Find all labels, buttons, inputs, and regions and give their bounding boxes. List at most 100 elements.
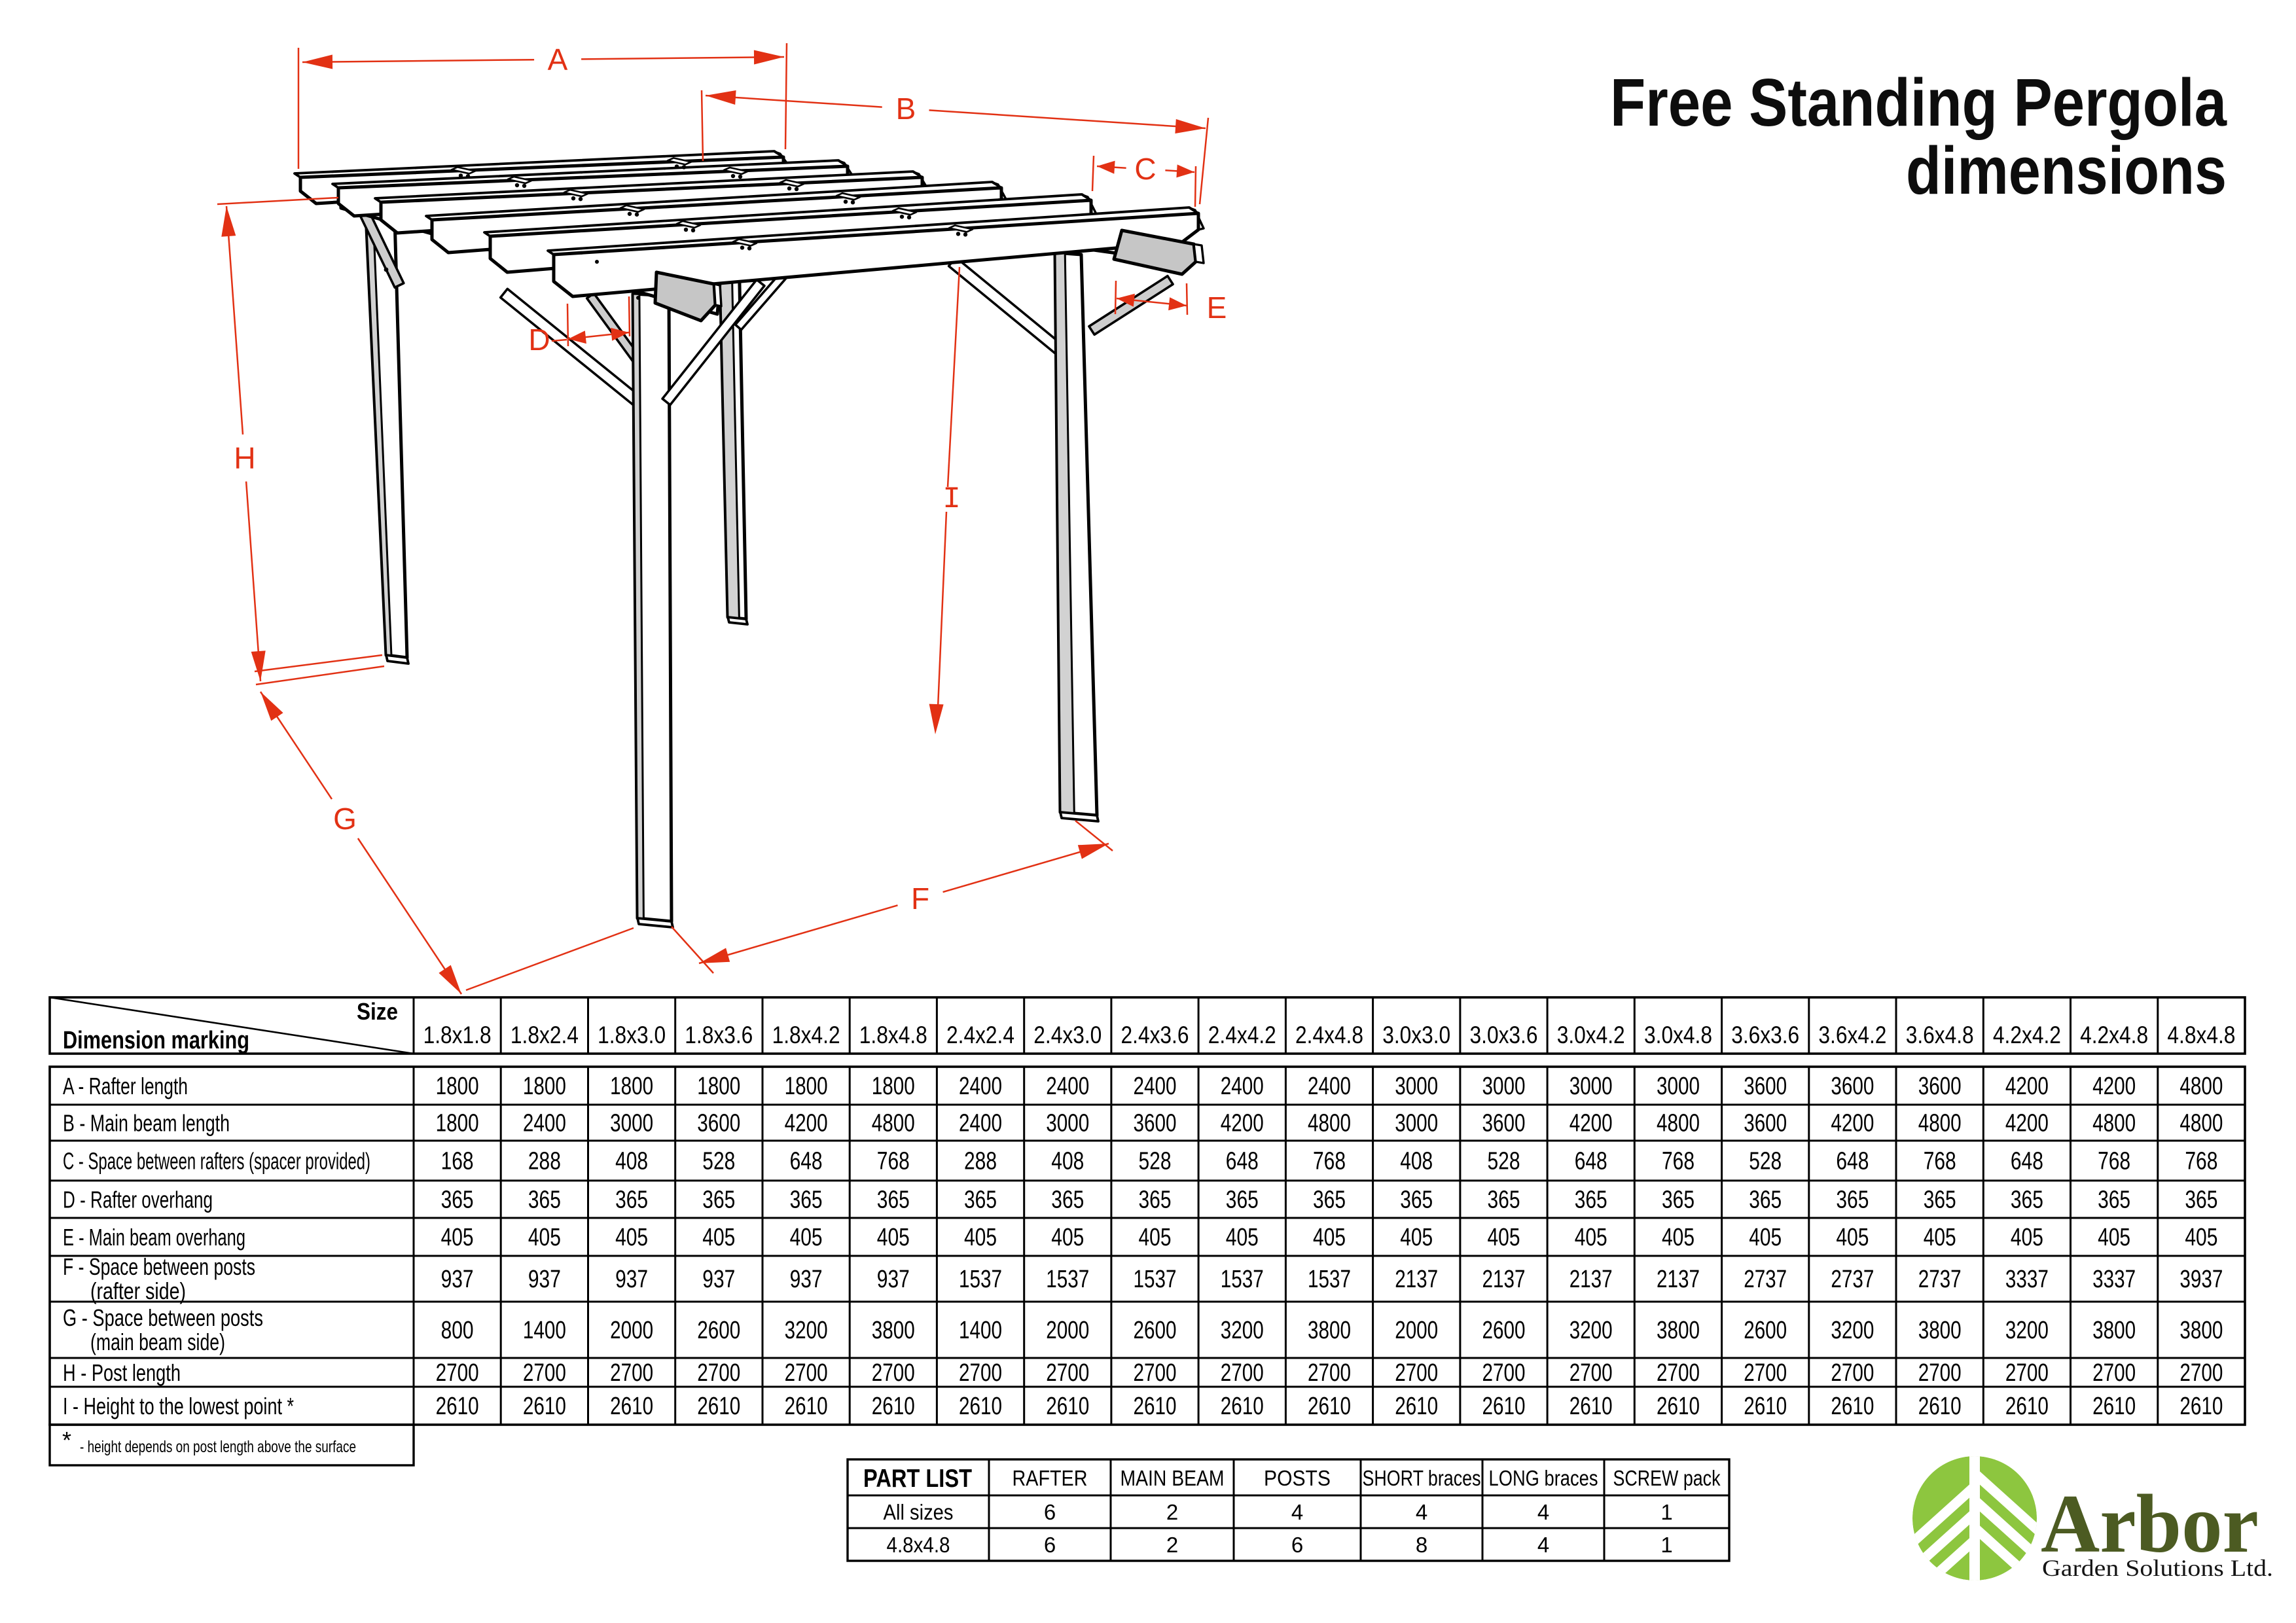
svg-text:C - Space between rafters (spa: C - Space between rafters (spacer provid… xyxy=(63,1148,370,1175)
svg-text:2610: 2610 xyxy=(1657,1393,1700,1420)
svg-text:768: 768 xyxy=(877,1148,910,1175)
svg-text:3200: 3200 xyxy=(1221,1317,1264,1344)
svg-text:365: 365 xyxy=(528,1186,561,1214)
svg-text:2737: 2737 xyxy=(1918,1266,1962,1293)
svg-text:648: 648 xyxy=(790,1148,823,1175)
svg-text:365: 365 xyxy=(1924,1186,1956,1214)
svg-text:1.8x3.6: 1.8x3.6 xyxy=(685,1022,753,1048)
svg-text:2610: 2610 xyxy=(1395,1393,1438,1420)
svg-text:8: 8 xyxy=(1416,1533,1427,1557)
svg-text:A - Rafter length: A - Rafter length xyxy=(63,1073,188,1099)
svg-text:405: 405 xyxy=(790,1224,823,1251)
svg-text:3337: 3337 xyxy=(2092,1266,2136,1293)
svg-text:2.4x3.6: 2.4x3.6 xyxy=(1121,1022,1189,1048)
svg-text:4800: 4800 xyxy=(2179,1073,2223,1100)
svg-text:405: 405 xyxy=(2011,1224,2043,1251)
svg-text:3800: 3800 xyxy=(1308,1317,1351,1344)
svg-text:1537: 1537 xyxy=(959,1266,1002,1293)
svg-text:768: 768 xyxy=(1313,1148,1346,1175)
svg-text:408: 408 xyxy=(1051,1148,1084,1175)
svg-text:2610: 2610 xyxy=(1308,1393,1351,1420)
svg-text:648: 648 xyxy=(1226,1148,1259,1175)
svg-text:3.0x4.2: 3.0x4.2 xyxy=(1557,1022,1625,1048)
svg-text:2700: 2700 xyxy=(1831,1359,1874,1387)
svg-text:3600: 3600 xyxy=(1744,1073,1787,1100)
svg-text:C: C xyxy=(1134,152,1156,186)
svg-text:4200: 4200 xyxy=(1221,1110,1264,1137)
svg-text:B: B xyxy=(896,92,916,126)
svg-text:405: 405 xyxy=(1662,1224,1695,1251)
svg-text:2700: 2700 xyxy=(1482,1359,1526,1387)
svg-text:1800: 1800 xyxy=(697,1073,740,1100)
svg-text:2600: 2600 xyxy=(1134,1317,1177,1344)
svg-text:1: 1 xyxy=(1660,1533,1672,1557)
svg-text:288: 288 xyxy=(964,1148,997,1175)
svg-text:768: 768 xyxy=(1662,1148,1695,1175)
svg-text:408: 408 xyxy=(1400,1148,1433,1175)
svg-text:4: 4 xyxy=(1291,1500,1303,1524)
svg-text:1800: 1800 xyxy=(523,1073,566,1100)
svg-text:528: 528 xyxy=(1139,1148,1172,1175)
svg-text:3000: 3000 xyxy=(1046,1110,1089,1137)
svg-text:3.0x3.6: 3.0x3.6 xyxy=(1470,1022,1538,1048)
svg-text:4800: 4800 xyxy=(1918,1110,1962,1137)
svg-text:Dimension marking: Dimension marking xyxy=(63,1027,249,1054)
svg-text:365: 365 xyxy=(790,1186,823,1214)
svg-text:1.8x2.4: 1.8x2.4 xyxy=(511,1022,579,1048)
svg-text:2000: 2000 xyxy=(1046,1317,1089,1344)
svg-text:288: 288 xyxy=(528,1148,561,1175)
svg-text:2400: 2400 xyxy=(1046,1073,1089,1100)
svg-text:405: 405 xyxy=(615,1224,648,1251)
svg-text:3800: 3800 xyxy=(2179,1317,2223,1344)
svg-text:2400: 2400 xyxy=(523,1110,566,1137)
svg-text:6: 6 xyxy=(1044,1500,1056,1524)
svg-text:3600: 3600 xyxy=(697,1110,740,1137)
svg-text:D: D xyxy=(528,323,550,357)
svg-text:3000: 3000 xyxy=(1395,1073,1438,1100)
svg-text:2400: 2400 xyxy=(1308,1073,1351,1100)
svg-text:2.4x2.4: 2.4x2.4 xyxy=(946,1022,1014,1048)
svg-text:4: 4 xyxy=(1537,1533,1549,1557)
svg-text:2600: 2600 xyxy=(697,1317,740,1344)
svg-text:2700: 2700 xyxy=(1134,1359,1177,1387)
svg-text:365: 365 xyxy=(2011,1186,2043,1214)
svg-text:405: 405 xyxy=(1139,1224,1172,1251)
svg-text:365: 365 xyxy=(2098,1186,2130,1214)
svg-text:Size: Size xyxy=(357,998,398,1025)
svg-text:408: 408 xyxy=(615,1148,648,1175)
svg-text:2610: 2610 xyxy=(785,1393,828,1420)
svg-text:405: 405 xyxy=(1575,1224,1607,1251)
svg-text:405: 405 xyxy=(1313,1224,1346,1251)
svg-text:1400: 1400 xyxy=(959,1317,1002,1344)
svg-text:405: 405 xyxy=(1924,1224,1956,1251)
svg-text:(main beam side): (main beam side) xyxy=(90,1329,225,1355)
svg-text:4200: 4200 xyxy=(1570,1110,1613,1137)
svg-text:H - Post length: H - Post length xyxy=(63,1359,181,1386)
svg-text:3000: 3000 xyxy=(1395,1110,1438,1137)
svg-text:937: 937 xyxy=(877,1266,910,1293)
svg-text:937: 937 xyxy=(702,1266,735,1293)
svg-text:2: 2 xyxy=(1166,1533,1178,1557)
svg-text:2610: 2610 xyxy=(1831,1393,1874,1420)
svg-text:2610: 2610 xyxy=(436,1393,479,1420)
svg-text:4200: 4200 xyxy=(2005,1073,2049,1100)
svg-text:2610: 2610 xyxy=(1744,1393,1787,1420)
svg-text:1537: 1537 xyxy=(1308,1266,1351,1293)
svg-text:RAFTER: RAFTER xyxy=(1013,1466,1088,1490)
svg-text:365: 365 xyxy=(1662,1186,1695,1214)
svg-text:405: 405 xyxy=(1488,1224,1520,1251)
svg-text:2700: 2700 xyxy=(1395,1359,1438,1387)
svg-text:937: 937 xyxy=(615,1266,648,1293)
svg-text:4800: 4800 xyxy=(2179,1110,2223,1137)
svg-text:4800: 4800 xyxy=(2092,1110,2136,1137)
svg-text:2137: 2137 xyxy=(1395,1266,1438,1293)
svg-text:2610: 2610 xyxy=(2179,1393,2223,1420)
svg-text:2600: 2600 xyxy=(1482,1317,1526,1344)
svg-text:All sizes: All sizes xyxy=(884,1500,954,1524)
svg-text:2610: 2610 xyxy=(959,1393,1002,1420)
svg-text:Garden Solutions Ltd.: Garden Solutions Ltd. xyxy=(2042,1555,2273,1581)
svg-text:E: E xyxy=(1207,291,1227,325)
svg-text:405: 405 xyxy=(2185,1224,2217,1251)
svg-text:(rafter side): (rafter side) xyxy=(90,1277,186,1304)
svg-text:405: 405 xyxy=(1226,1224,1259,1251)
